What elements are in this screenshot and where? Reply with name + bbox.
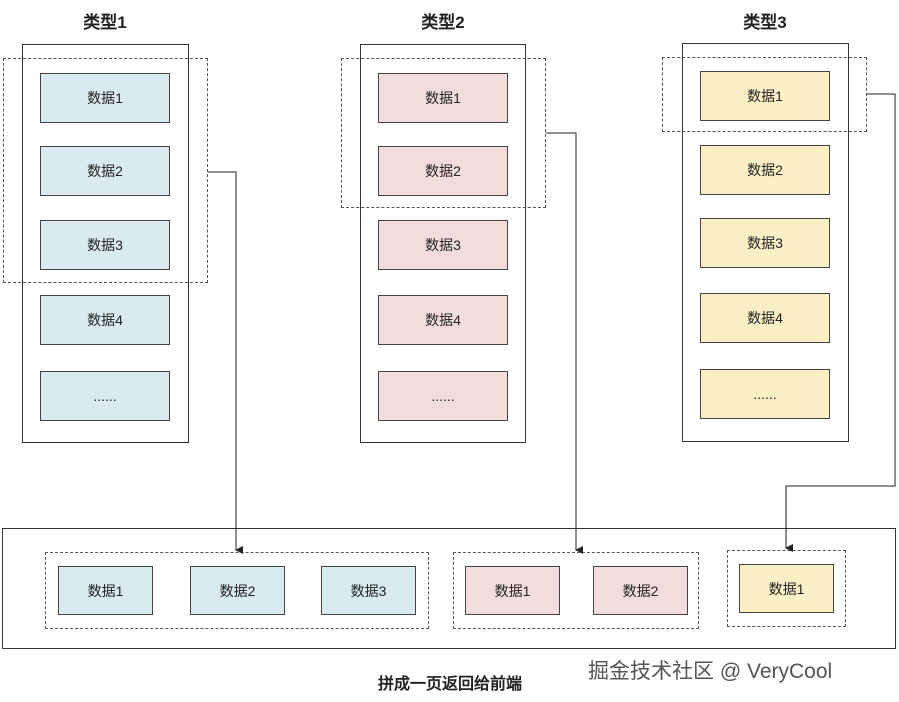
type2-item-3: 数据3 (378, 220, 508, 270)
result-type1-item-2: 数据2 (190, 566, 285, 615)
type1-item-1: 数据1 (40, 73, 170, 123)
column-title-type2: 类型2 (421, 13, 465, 32)
result-caption: 拼成一页返回给前端 (377, 676, 522, 693)
type3-item-3: 数据3 (700, 218, 830, 268)
type3-item-more: ...... (700, 369, 830, 419)
type2-item-1: 数据1 (378, 73, 508, 123)
column-title-type1: 类型1 (83, 13, 127, 32)
type3-item-4: 数据4 (700, 293, 830, 343)
result-type2-item-1: 数据1 (465, 566, 560, 615)
type3-selection-box (662, 57, 867, 132)
type1-item-4: 数据4 (40, 295, 170, 345)
type1-item-2: 数据2 (40, 146, 170, 196)
type1-selection-box (3, 58, 208, 283)
watermark-text: 掘金技术社区 @ VeryCool (588, 660, 833, 683)
result-type1-item-3: 数据3 (321, 566, 416, 615)
arrow-type1-to-result (208, 171, 243, 554)
result-type1-item-1: 数据1 (58, 566, 153, 615)
type2-selection-box (341, 58, 546, 208)
type1-item-3: 数据3 (40, 220, 170, 270)
type2-item-4: 数据4 (378, 295, 508, 345)
result-type2-item-2: 数据2 (593, 566, 688, 615)
result-type3-item-1: 数据1 (739, 564, 834, 613)
arrow-type2-to-result (546, 132, 583, 554)
type2-item-more: ...... (378, 371, 508, 421)
column-title-type3: 类型3 (743, 13, 787, 32)
type3-item-2: 数据2 (700, 145, 830, 195)
type1-item-more: ...... (40, 371, 170, 421)
type2-item-2: 数据2 (378, 146, 508, 196)
